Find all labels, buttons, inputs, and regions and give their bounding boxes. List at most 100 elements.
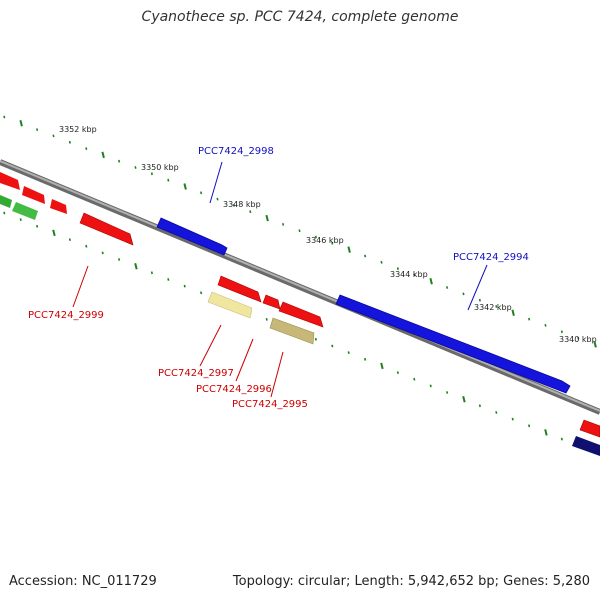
gene-pcc7424-2998[interactable]: [156, 217, 228, 256]
minor-tick: [495, 305, 498, 308]
minor-tick: [511, 417, 514, 421]
minor-tick: [68, 238, 71, 241]
minor-tick: [52, 134, 55, 138]
major-tick: [429, 277, 433, 285]
major-tick: [511, 309, 515, 317]
minor-tick: [528, 317, 531, 321]
callout-lines: [72, 161, 488, 398]
callout-line-2999: [72, 265, 89, 308]
kbp-label-3342: 3342 kbp: [474, 303, 512, 312]
major-tick: [183, 183, 187, 190]
minor-tick: [249, 210, 252, 214]
major-tick: [593, 341, 597, 348]
minor-tick: [200, 291, 203, 295]
map-title: Cyanothece sp. PCC 7424, complete genome: [141, 9, 459, 25]
callout-line-2994: [467, 264, 488, 311]
minor-tick: [314, 235, 317, 239]
gene-green-edge-2[interactable]: [12, 202, 38, 220]
minor-tick: [364, 254, 367, 258]
minor-tick: [36, 224, 39, 228]
minor-tick: [118, 258, 121, 261]
minor-tick: [298, 229, 301, 233]
major-tick: [380, 362, 384, 370]
minor-tick: [544, 324, 547, 327]
gene-label-2999[interactable]: PCC7424_2999: [28, 310, 104, 321]
minor-tick: [232, 204, 235, 207]
gene-red-3[interactable]: [262, 294, 281, 310]
minor-tick: [495, 411, 498, 414]
minor-tick: [462, 292, 465, 296]
gene-labels: PCC7424_2998 PCC7424_2994 PCC7424_2999 P…: [28, 146, 529, 410]
gene-red-edge-3[interactable]: [50, 199, 67, 214]
minor-tick: [478, 404, 481, 408]
minor-tick: [577, 336, 580, 340]
kbp-label-3352: 3352 kbp: [59, 125, 97, 134]
minor-tick: [68, 140, 71, 144]
major-tick: [544, 429, 548, 436]
minor-tick: [183, 284, 186, 288]
minor-tick: [380, 260, 383, 264]
tick-row-lower: [3, 211, 596, 454]
left-edge-genes: [0, 172, 67, 220]
gene-red-4[interactable]: [278, 301, 324, 328]
minor-tick: [429, 384, 432, 388]
minor-tick: [3, 115, 6, 119]
gene-pcc7424-2997[interactable]: [207, 291, 253, 319]
minor-tick: [200, 191, 203, 195]
callout-line-2997: [199, 324, 222, 367]
minor-tick: [331, 344, 334, 348]
minor-tick: [3, 211, 6, 215]
kbp-label-3344: 3344 kbp: [390, 270, 428, 279]
gene-label-2995[interactable]: PCC7424_2995: [232, 399, 308, 410]
gene-navy-right-edge[interactable]: [572, 436, 600, 456]
kbp-label-3348: 3348 kbp: [223, 200, 261, 209]
gene-label-2998[interactable]: PCC7424_2998: [198, 146, 274, 157]
kbp-label-3350: 3350 kbp: [141, 163, 179, 172]
gene-label-2997[interactable]: PCC7424_2997: [158, 368, 234, 379]
gene-pcc7424-2994[interactable]: [335, 294, 571, 394]
minor-tick: [528, 424, 531, 428]
kbp-label-3346: 3346 kbp: [306, 236, 344, 245]
minor-tick: [85, 244, 88, 248]
minor-tick: [36, 128, 39, 131]
gene-label-2994[interactable]: PCC7424_2994: [453, 252, 529, 263]
gene-green-edge-1[interactable]: [0, 195, 12, 208]
gene-red-2[interactable]: [217, 275, 262, 303]
minor-tick: [150, 172, 153, 176]
major-tick: [347, 246, 351, 253]
minor-tick: [282, 223, 285, 226]
major-tick: [462, 395, 466, 403]
major-tick: [101, 151, 105, 159]
gene-pcc7424-2999[interactable]: [79, 212, 134, 246]
callout-line-2998: [209, 161, 223, 204]
minor-tick: [396, 371, 399, 374]
callout-line-2995: [270, 351, 284, 398]
minor-tick: [446, 391, 449, 394]
minor-tick: [101, 251, 104, 255]
minor-tick: [134, 166, 137, 169]
minor-tick: [314, 337, 317, 341]
major-tick: [265, 214, 269, 222]
kbp-label-3340: 3340 kbp: [559, 335, 597, 344]
minor-tick: [413, 377, 416, 381]
minor-tick: [560, 330, 563, 334]
minor-tick: [150, 271, 153, 275]
minor-tick: [216, 197, 219, 201]
gene-pcc7424-2995[interactable]: [269, 317, 315, 345]
gene-red-right-edge[interactable]: [579, 419, 600, 438]
major-tick: [52, 229, 56, 237]
major-tick: [19, 120, 23, 127]
minor-tick: [347, 351, 350, 354]
gene-label-2996[interactable]: PCC7424_2996: [196, 384, 272, 395]
minor-tick: [478, 298, 481, 302]
minor-tick: [85, 147, 88, 150]
minor-tick: [364, 357, 367, 361]
minor-tick: [167, 278, 170, 281]
gene-red-edge-1[interactable]: [0, 172, 20, 190]
minor-tick: [446, 286, 449, 289]
minor-tick: [19, 218, 22, 221]
minor-tick: [331, 241, 334, 245]
gene-red-edge-2[interactable]: [22, 186, 45, 204]
accession-text: Accession: NC_011729: [9, 574, 157, 589]
